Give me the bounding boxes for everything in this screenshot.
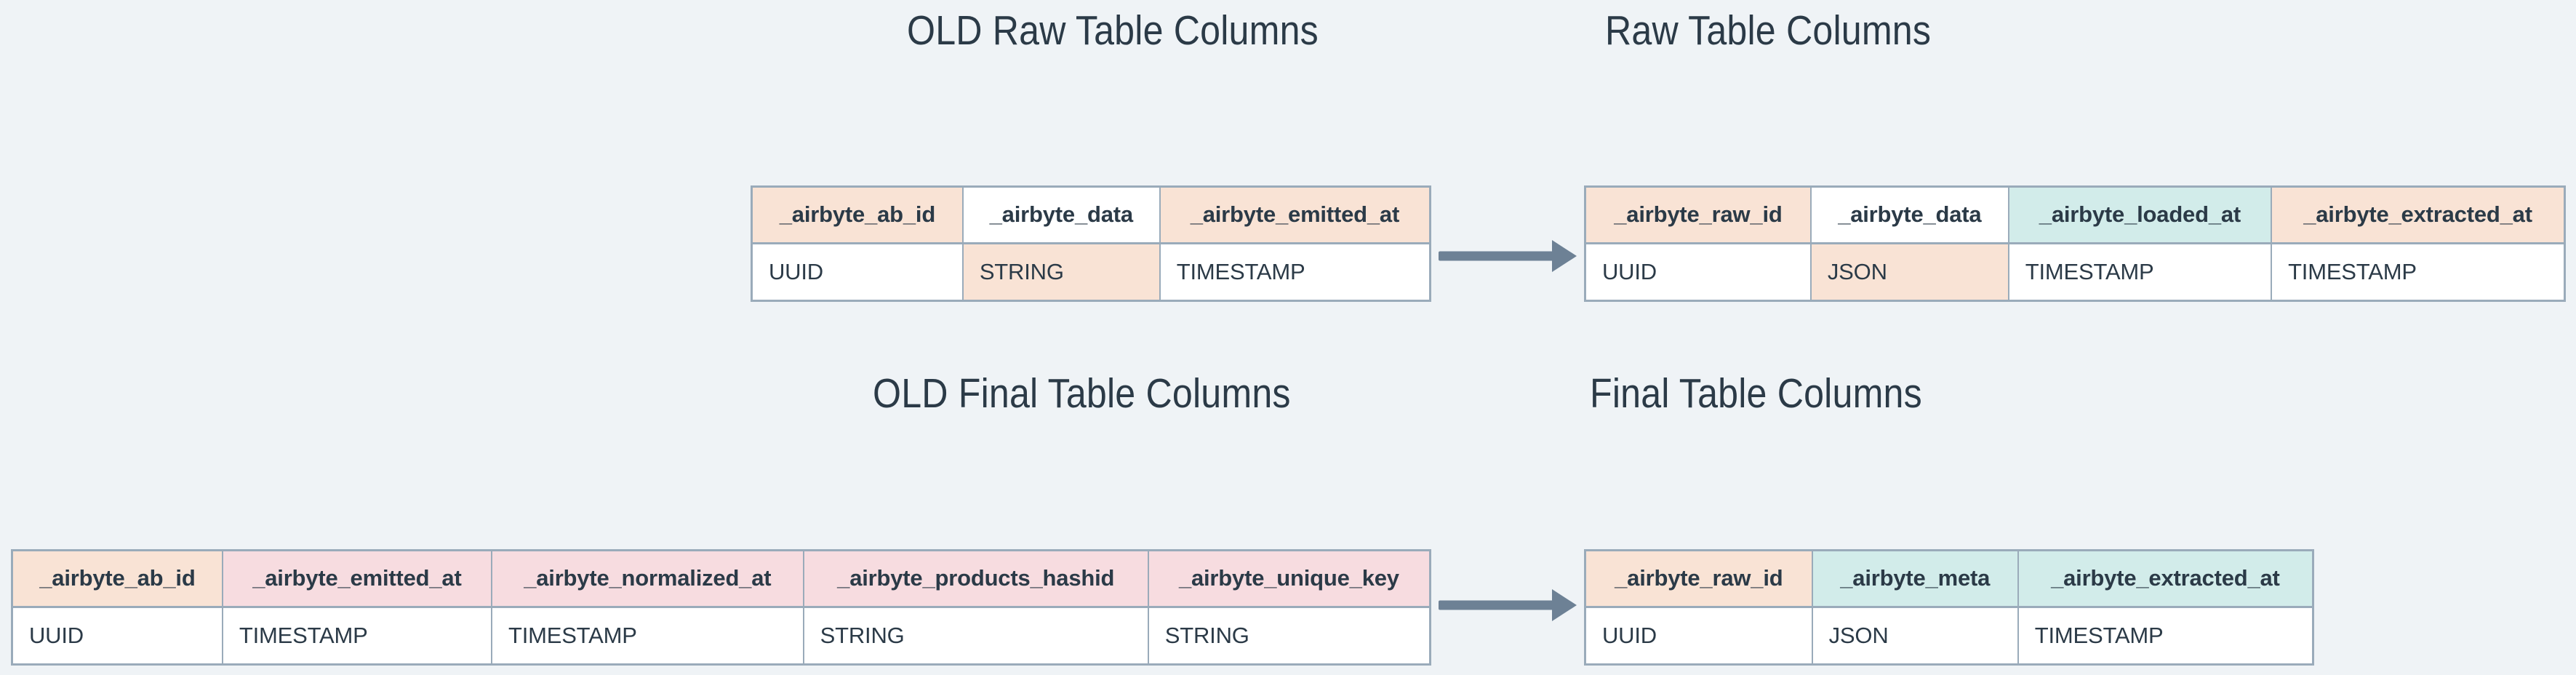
- arrow-head: [1552, 240, 1577, 272]
- final-table-grid: _airbyte_raw_id_airbyte_meta_airbyte_ext…: [1586, 551, 2312, 663]
- arrow-shaft: [1439, 600, 1553, 610]
- table-header-row: _airbyte_raw_id_airbyte_meta_airbyte_ext…: [1586, 551, 2312, 608]
- column-header-airbyte_data: _airbyte_data: [1809, 188, 2009, 244]
- column-header-airbyte_raw_id: _airbyte_raw_id: [1586, 551, 1813, 608]
- column-header-airbyte_data: _airbyte_data: [961, 188, 1161, 244]
- column-type-airbyte_loaded_at: TIMESTAMP: [2007, 243, 2273, 300]
- table-header-row: _airbyte_raw_id_airbyte_data_airbyte_loa…: [1586, 188, 2564, 244]
- column-header-airbyte_extracted_at: _airbyte_extracted_at: [2271, 188, 2564, 244]
- column-header-airbyte_normalized_at: _airbyte_normalized_at: [490, 551, 804, 608]
- arrow-head: [1552, 589, 1577, 621]
- column-header-airbyte_unique_key: _airbyte_unique_key: [1147, 551, 1429, 608]
- column-type-airbyte_products_hashid: STRING: [802, 607, 1149, 663]
- raw-table: _airbyte_raw_id_airbyte_data_airbyte_loa…: [1584, 185, 2566, 302]
- old-raw-table: _airbyte_ab_id_airbyte_data_airbyte_emit…: [751, 185, 1431, 302]
- final-mapping-arrow-icon: [1439, 589, 1577, 621]
- old-final-table-title: OLD Final Table Columns: [873, 370, 1291, 417]
- column-type-airbyte_raw_id: UUID: [1586, 607, 1813, 663]
- table-header-row: _airbyte_ab_id_airbyte_emitted_at_airbyt…: [13, 551, 1429, 608]
- old-final-table-grid: _airbyte_ab_id_airbyte_emitted_at_airbyt…: [13, 551, 1429, 663]
- table-header-row: _airbyte_ab_id_airbyte_data_airbyte_emit…: [753, 188, 1429, 244]
- column-type-airbyte_extracted_at: TIMESTAMP: [2017, 607, 2312, 663]
- column-type-airbyte_data: STRING: [961, 243, 1161, 300]
- raw-table-title: Raw Table Columns: [1605, 7, 1932, 54]
- column-header-airbyte_meta: _airbyte_meta: [1811, 551, 2019, 608]
- old-final-table: _airbyte_ab_id_airbyte_emitted_at_airbyt…: [11, 549, 1431, 666]
- column-header-airbyte_raw_id: _airbyte_raw_id: [1586, 188, 1812, 244]
- column-header-airbyte_ab_id: _airbyte_ab_id: [13, 551, 223, 608]
- column-header-airbyte_products_hashid: _airbyte_products_hashid: [802, 551, 1149, 608]
- column-type-airbyte_data: JSON: [1809, 243, 2009, 300]
- column-type-airbyte_ab_id: UUID: [13, 607, 223, 663]
- column-type-airbyte_emitted_at: TIMESTAMP: [221, 607, 492, 663]
- column-header-airbyte_loaded_at: _airbyte_loaded_at: [2007, 188, 2273, 244]
- old-raw-table-title: OLD Raw Table Columns: [907, 7, 1319, 54]
- column-type-airbyte_normalized_at: TIMESTAMP: [490, 607, 804, 663]
- column-type-airbyte_extracted_at: TIMESTAMP: [2271, 243, 2564, 300]
- column-type-airbyte_meta: JSON: [1811, 607, 2019, 663]
- column-header-airbyte_emitted_at: _airbyte_emitted_at: [221, 551, 492, 608]
- raw-mapping-arrow-icon: [1439, 240, 1577, 272]
- column-type-airbyte_ab_id: UUID: [753, 243, 964, 300]
- arrow-shaft: [1439, 251, 1553, 261]
- column-type-airbyte_unique_key: STRING: [1147, 607, 1429, 663]
- column-type-airbyte_emitted_at: TIMESTAMP: [1159, 243, 1429, 300]
- final-table-title: Final Table Columns: [1590, 370, 1922, 417]
- column-header-airbyte_emitted_at: _airbyte_emitted_at: [1159, 188, 1429, 244]
- old-raw-table-grid: _airbyte_ab_id_airbyte_data_airbyte_emit…: [753, 188, 1429, 300]
- raw-table-grid: _airbyte_raw_id_airbyte_data_airbyte_loa…: [1586, 188, 2564, 300]
- column-header-airbyte_extracted_at: _airbyte_extracted_at: [2017, 551, 2312, 608]
- final-table: _airbyte_raw_id_airbyte_meta_airbyte_ext…: [1584, 549, 2314, 666]
- column-header-airbyte_ab_id: _airbyte_ab_id: [753, 188, 964, 244]
- column-type-airbyte_raw_id: UUID: [1586, 243, 1812, 300]
